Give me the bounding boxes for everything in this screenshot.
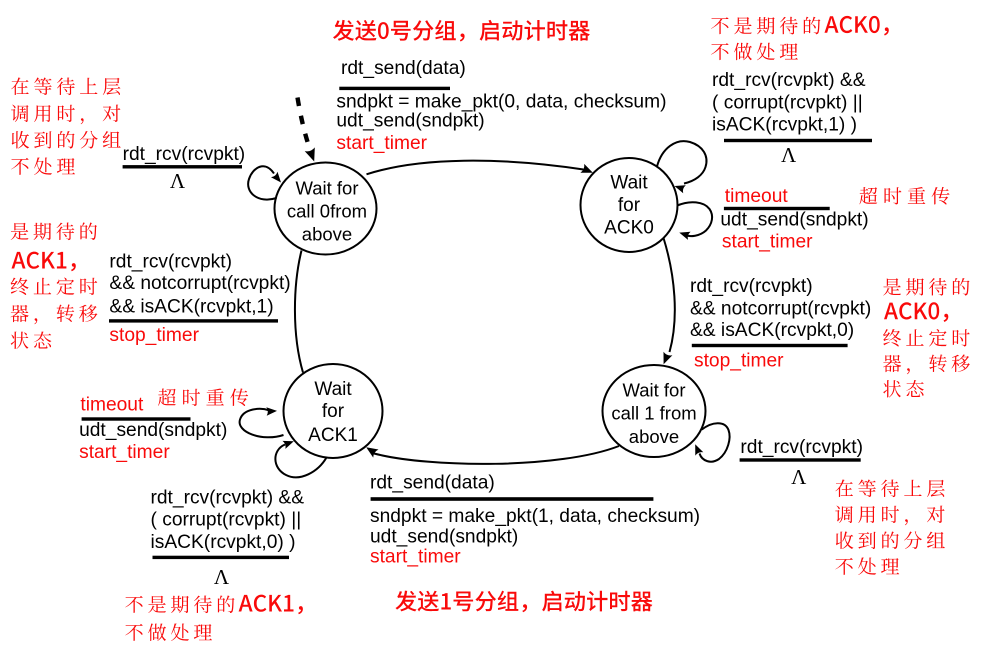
svg-text:Wait for: Wait for <box>622 380 685 401</box>
svg-text:( corrupt(rcvpkt) ||: ( corrupt(rcvpkt) || <box>712 92 863 113</box>
svg-text:&& notcorrupt(rcvpkt): && notcorrupt(rcvpkt) <box>109 273 290 294</box>
svg-text:above: above <box>302 223 352 244</box>
svg-text:rdt_rcv(rcvpkt): rdt_rcv(rcvpkt) <box>123 144 246 165</box>
svg-text:Wait: Wait <box>314 379 352 400</box>
svg-text:timeout: timeout <box>725 186 789 207</box>
svg-text:sndpkt = make_pkt(1, data, che: sndpkt = make_pkt(1, data, checksum) <box>370 506 700 527</box>
svg-text:rdt_rcv(rcvpkt): rdt_rcv(rcvpkt) <box>109 252 232 273</box>
svg-text:udt_send(sndpkt): udt_send(sndpkt) <box>370 527 518 548</box>
svg-text:udt_send(sndpkt): udt_send(sndpkt) <box>336 110 484 131</box>
svg-text:start_timer: start_timer <box>336 133 427 154</box>
svg-text:Wait for: Wait for <box>295 177 358 198</box>
svg-text:rdt_rcv(rcvpkt): rdt_rcv(rcvpkt) <box>690 276 813 297</box>
svg-text:Λ: Λ <box>214 565 230 589</box>
svg-text:ACK1: ACK1 <box>308 425 358 446</box>
svg-text:&& isACK(rcvpkt,1): && isACK(rcvpkt,1) <box>109 296 273 317</box>
svg-text:( corrupt(rcvpkt) ||: ( corrupt(rcvpkt) || <box>151 510 302 531</box>
svg-text:rdt_rcv(rcvpkt): rdt_rcv(rcvpkt) <box>740 437 863 458</box>
svg-text:ACK0: ACK0 <box>604 218 654 239</box>
svg-text:start_timer: start_timer <box>722 232 813 253</box>
svg-text:Λ: Λ <box>781 143 797 167</box>
svg-text:isACK(rcvpkt,0) ): isACK(rcvpkt,0) ) <box>151 532 296 553</box>
svg-text:stop_timer: stop_timer <box>694 351 784 372</box>
svg-text:&& notcorrupt(rcvpkt): && notcorrupt(rcvpkt) <box>690 298 871 319</box>
svg-text:timeout: timeout <box>80 394 144 415</box>
svg-text:for: for <box>618 195 641 216</box>
svg-text:above: above <box>629 426 679 447</box>
svg-text:udt_send(sndpkt): udt_send(sndpkt) <box>720 210 868 231</box>
svg-text:rdt_rcv(rcvpkt) &&: rdt_rcv(rcvpkt) && <box>712 70 866 91</box>
svg-text:Λ: Λ <box>170 169 186 193</box>
svg-text:for: for <box>322 401 345 422</box>
svg-text:Wait: Wait <box>610 172 648 193</box>
svg-text:start_timer: start_timer <box>79 442 170 463</box>
svg-text:sndpkt = make_pkt(0, data, che: sndpkt = make_pkt(0, data, checksum) <box>336 92 666 113</box>
svg-text:stop_timer: stop_timer <box>109 325 199 346</box>
svg-text:call 0from: call 0from <box>287 200 367 221</box>
svg-text:&& isACK(rcvpkt,0): && isACK(rcvpkt,0) <box>690 320 854 341</box>
svg-text:isACK(rcvpkt,1) ): isACK(rcvpkt,1) ) <box>712 114 857 135</box>
svg-text:start_timer: start_timer <box>370 547 461 568</box>
svg-text:Λ: Λ <box>791 465 807 489</box>
svg-text:rdt_rcv(rcvpkt) &&: rdt_rcv(rcvpkt) && <box>151 488 305 509</box>
svg-text:rdt_send(data): rdt_send(data) <box>370 472 495 493</box>
svg-text:udt_send(sndpkt): udt_send(sndpkt) <box>79 420 227 441</box>
svg-text:call 1 from: call 1 from <box>611 403 696 424</box>
svg-text:rdt_send(data): rdt_send(data) <box>341 58 466 79</box>
